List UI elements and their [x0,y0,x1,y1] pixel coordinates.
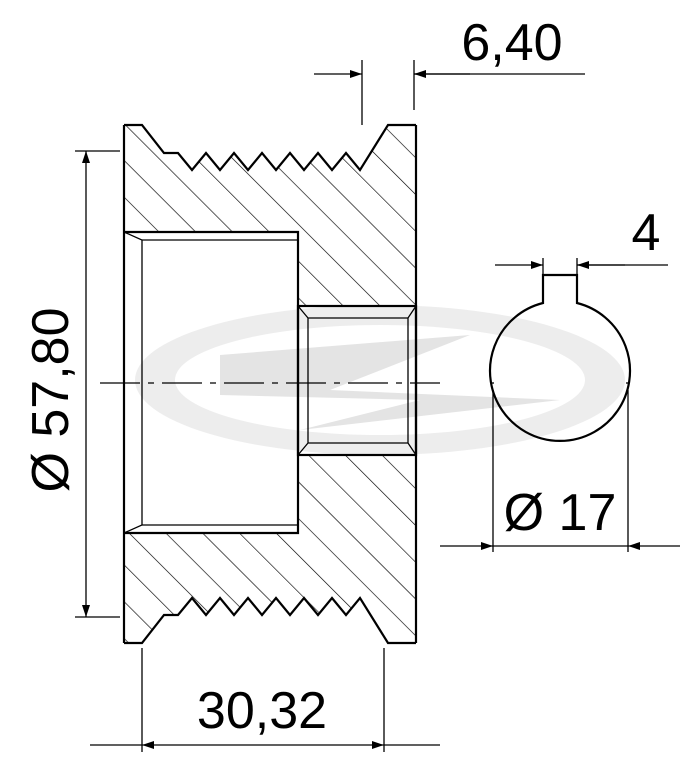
pulley-section-hatched [124,125,416,643]
keyed-bore-profile [488,273,632,442]
dim-bore-diameter-label: Ø 17 [504,484,617,542]
dim-bore-diameter: Ø 17 [440,390,680,552]
dim-outer-diameter-label: Ø 57,80 [22,307,80,492]
dim-outer-diameter: Ø 57,80 [22,150,120,618]
dim-length-label: 30,32 [197,682,327,740]
pulley-bottom-profile [124,596,416,645]
dim-groove-pitch-label: 6,40 [461,14,562,72]
dim-length: 30,32 [90,648,440,752]
small-bore-thread [297,305,417,456]
dim-keyway-width: 4 [495,204,668,278]
small-bore-outline [296,304,418,457]
pulley-top-profile [124,123,416,172]
keyed-bore-view [488,273,632,442]
bore-chamfer [123,231,143,534]
watermark-logo [135,305,625,455]
dim-keyway-width-label: 4 [632,204,661,262]
dim-groove-pitch: 6,40 [314,14,585,125]
